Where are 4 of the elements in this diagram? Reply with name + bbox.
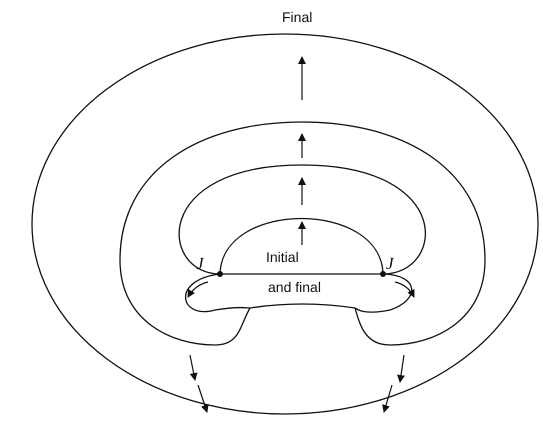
point-label: J [386,255,394,272]
text-label: Initial [266,250,299,264]
text-label: Final [282,10,312,24]
text-label: and final [268,280,321,294]
